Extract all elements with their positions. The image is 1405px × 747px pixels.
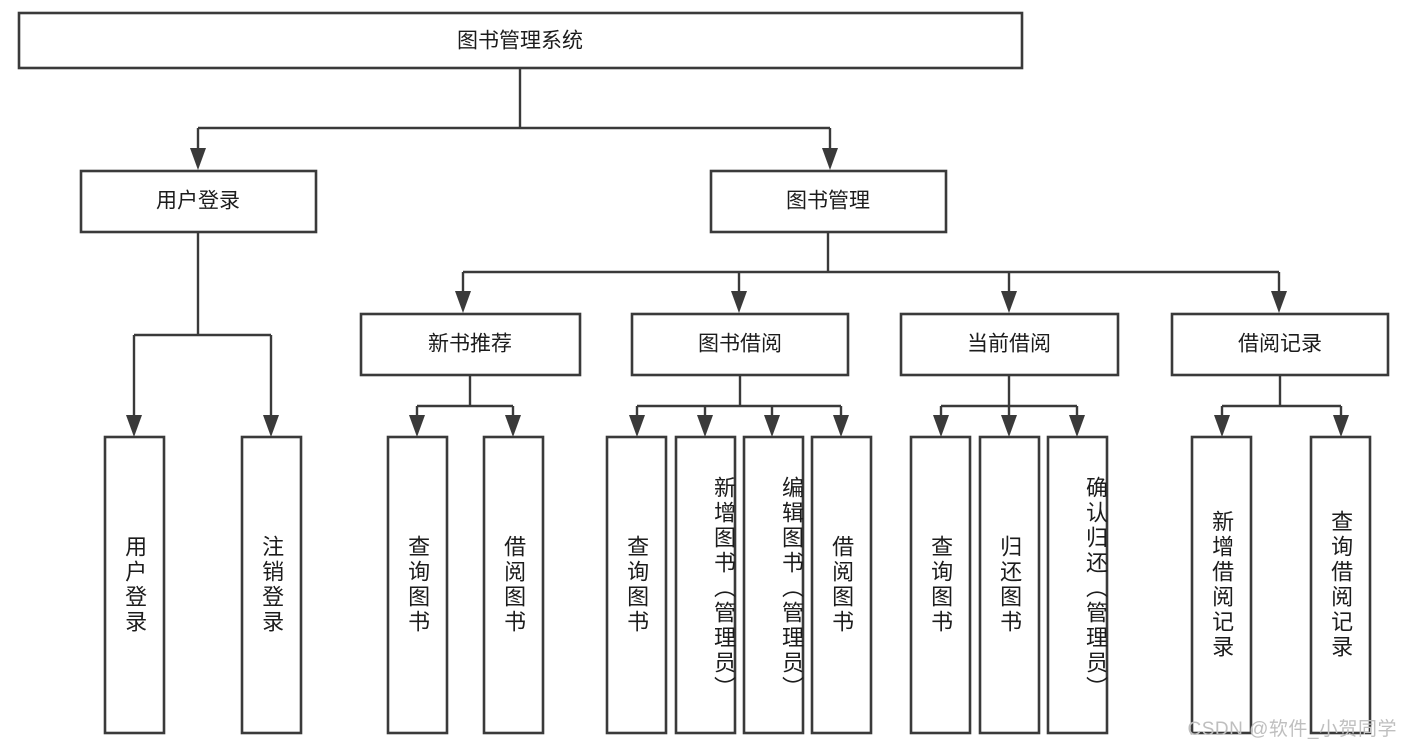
node-user-login[interactable]: 用户登录	[79, 169, 318, 234]
connector-root-to-level2	[190, 68, 838, 170]
leaf-box-query-book-current[interactable]	[909, 435, 972, 735]
leaf-box-query-book-borrow[interactable]	[605, 435, 668, 735]
current-borrow-label: 当前借阅	[967, 333, 1051, 356]
leaf-box-borrow-book-recommend[interactable]	[482, 435, 545, 735]
connector-borrow-records-to-leaves	[1214, 375, 1349, 437]
leaf-box-return-book[interactable]	[978, 435, 1041, 735]
connector-book-management-to-level3	[455, 232, 1287, 313]
node-root[interactable]: 图书管理系统	[17, 11, 1024, 70]
user-login-label: 用户登录	[156, 190, 240, 213]
root-label: 图书管理系统	[457, 30, 583, 53]
leaf-box-logout[interactable]	[240, 435, 303, 735]
book-borrow-label: 图书借阅	[698, 333, 782, 356]
node-book-borrow[interactable]: 图书借阅	[630, 312, 850, 377]
leaf-box-edit-book-admin[interactable]	[742, 435, 805, 735]
leaf-box-query-book-recommend[interactable]	[386, 435, 449, 735]
leaf-box-confirm-return-admin[interactable]	[1046, 435, 1109, 735]
connector-new-book-recommend-to-leaves	[409, 375, 521, 437]
node-current-borrow[interactable]: 当前借阅	[899, 312, 1120, 377]
leaf-box-query-borrow-record[interactable]	[1309, 435, 1372, 735]
leaf-box-add-borrow-record[interactable]	[1190, 435, 1253, 735]
node-new-book-recommend[interactable]: 新书推荐	[359, 312, 582, 377]
leaf-box-add-book-admin[interactable]	[674, 435, 737, 735]
borrow-records-label: 借阅记录	[1238, 333, 1322, 356]
node-book-management[interactable]: 图书管理	[709, 169, 948, 234]
connector-book-borrow-to-leaves	[629, 375, 849, 437]
new-book-recommend-box-shape	[359, 312, 582, 377]
connector-user-login-to-leaves	[126, 232, 279, 437]
current-borrow-box-shape	[899, 312, 1120, 377]
book-management-label: 图书管理	[786, 190, 870, 213]
leaf-box-borrow-book[interactable]	[810, 435, 873, 735]
user-login-box-shape	[79, 169, 318, 234]
connector-current-borrow-to-leaves	[933, 375, 1085, 437]
root-box-shape	[17, 11, 1024, 70]
node-borrow-records[interactable]: 借阅记录	[1170, 312, 1390, 377]
csdn-watermark: CSDN @软件_小贺同学	[1187, 719, 1397, 740]
leaf-box-user-login[interactable]	[103, 435, 166, 735]
new-book-recommend-label: 新书推荐	[428, 333, 512, 356]
